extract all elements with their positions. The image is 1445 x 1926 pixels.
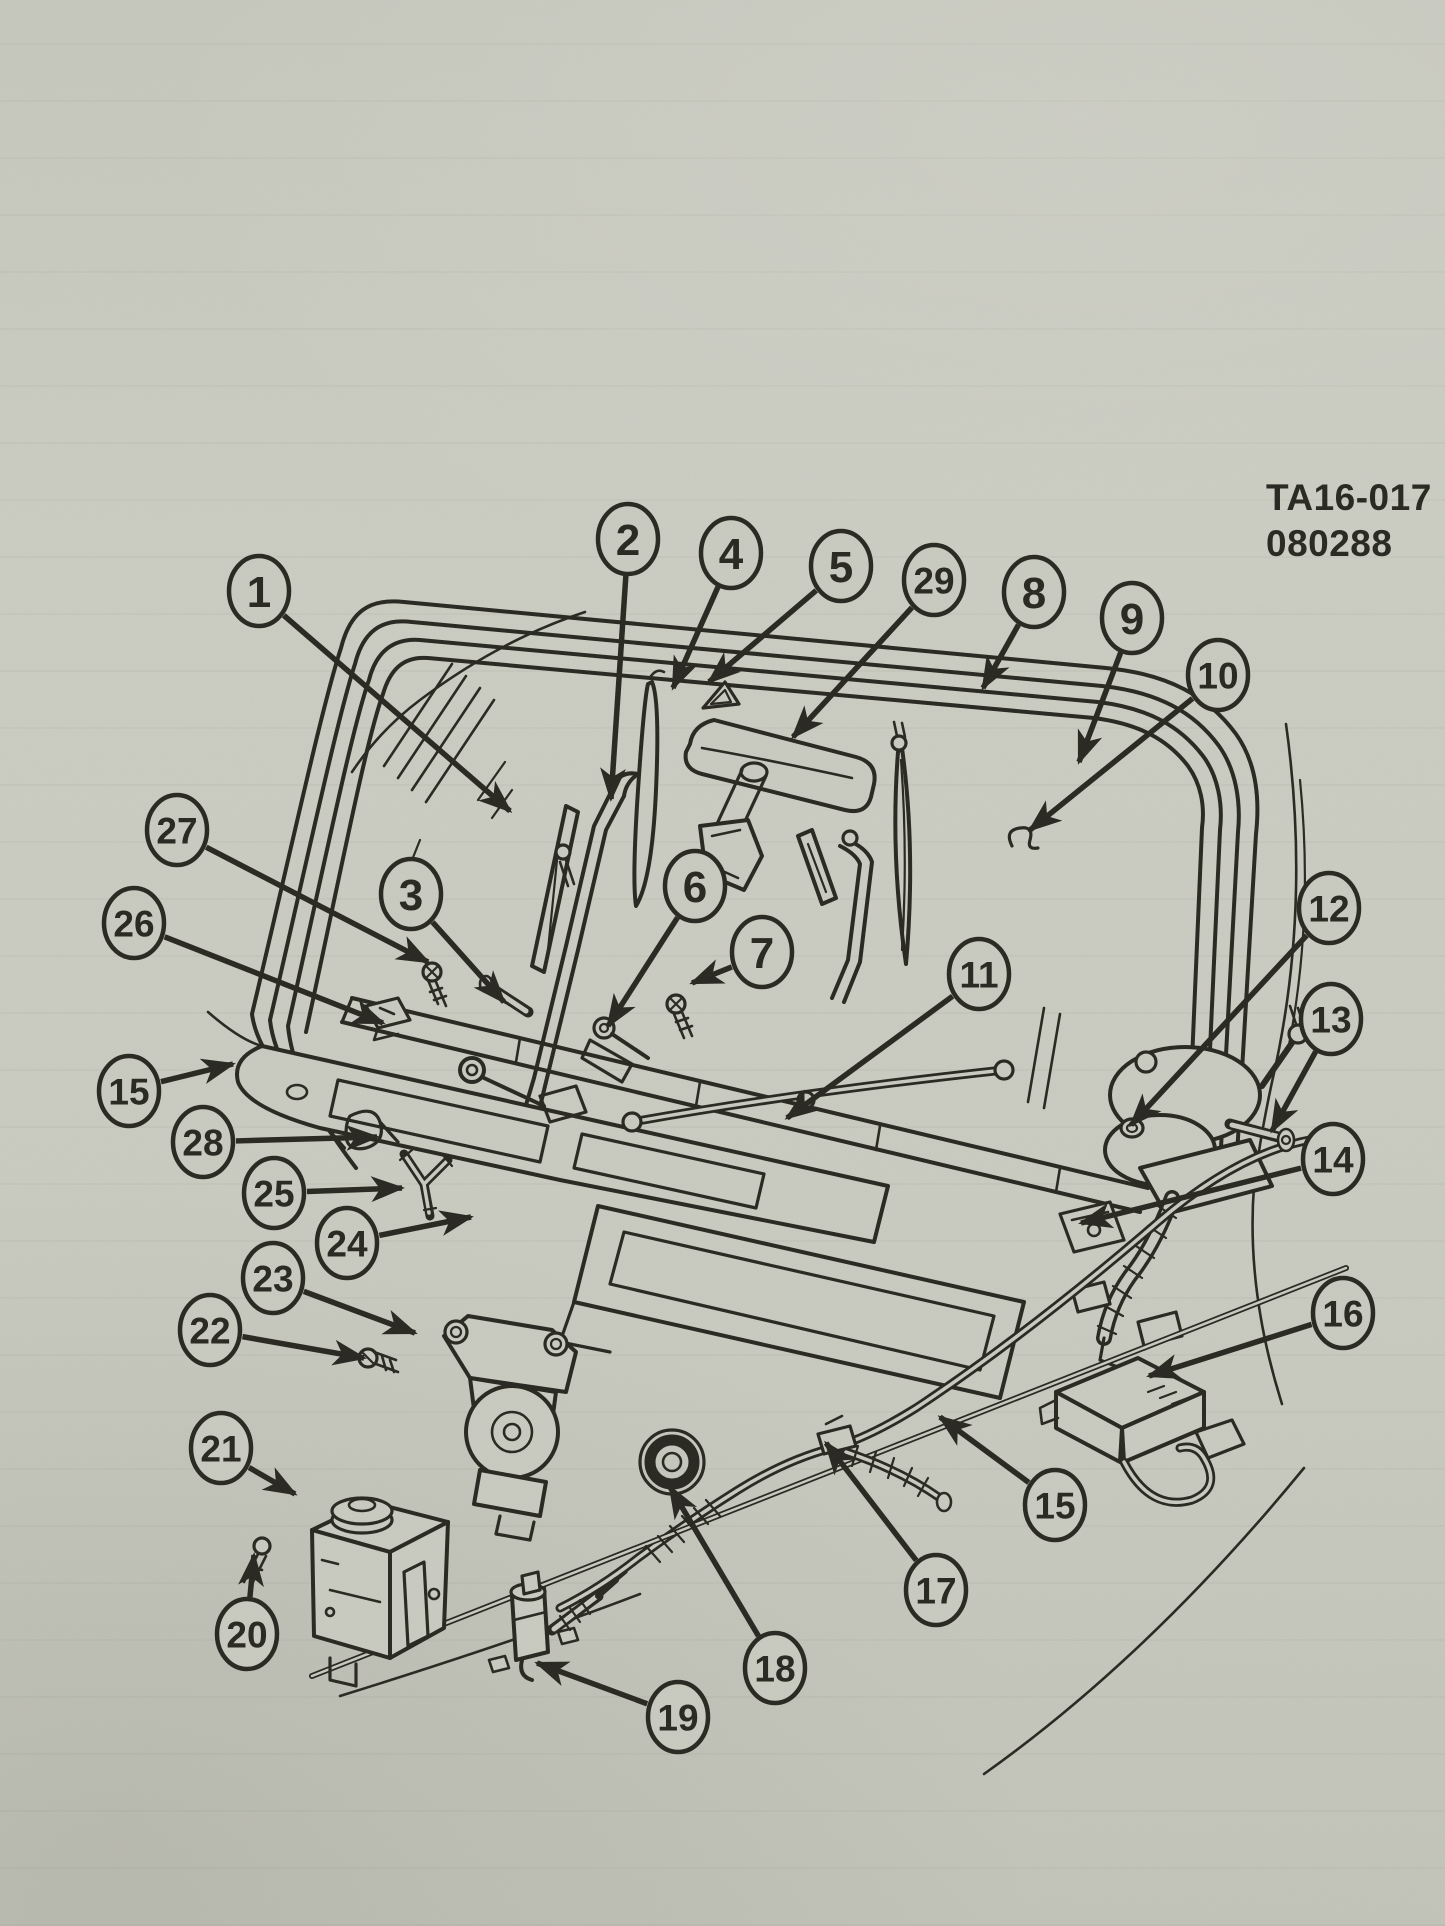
- diagram-canvas: TA16-017 080288 124529891027326671112131…: [0, 0, 1445, 1926]
- paper-grain-overlay: [0, 0, 1445, 1926]
